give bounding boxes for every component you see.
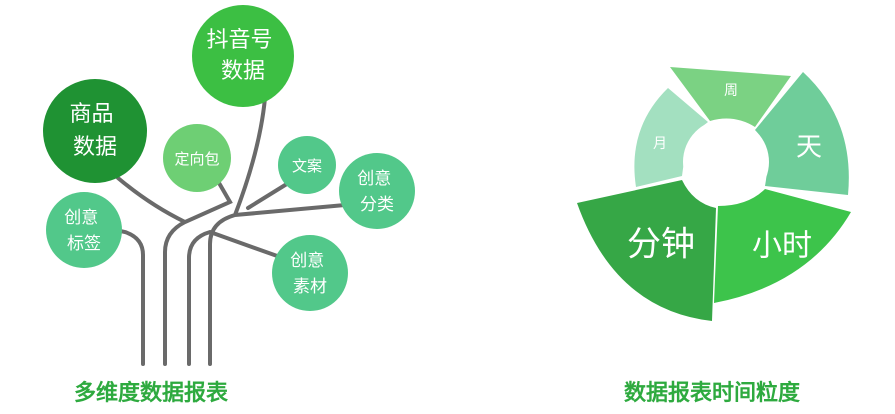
svg-text:商品 数据: 商品 数据 — [69, 102, 120, 160]
svg-text:创意 素材: 创意 素材 — [290, 251, 329, 297]
segment-day — [755, 72, 849, 195]
branch-trunk-left — [96, 224, 145, 366]
segment-week — [670, 67, 791, 127]
segment-minute — [577, 180, 716, 321]
node-creative-category: 创意 分类 — [339, 153, 415, 229]
node-creative-material-circle — [272, 235, 348, 311]
node-creative-tag-circle — [46, 192, 122, 268]
label-week: 周 — [724, 83, 738, 99]
svg-text:创意 标签: 创意 标签 — [64, 208, 103, 254]
svg-text:抖音号 数据: 抖音号 数据 — [206, 28, 279, 84]
node-douyin: 抖音号 数据 — [192, 5, 294, 107]
branch-trunk-mid — [116, 174, 233, 366]
tree-branches — [96, 96, 347, 366]
svg-text:创意 分类: 创意 分类 — [357, 169, 396, 215]
node-product: 商品 数据 — [43, 79, 147, 183]
branch-trunk-right — [187, 229, 282, 366]
node-creative-material: 创意 素材 — [272, 235, 348, 311]
node-copy: 文案 — [278, 136, 336, 194]
node-targeting: 定向包 — [163, 124, 231, 192]
node-creative-category-circle — [339, 153, 415, 229]
svg-text:文案: 文案 — [292, 157, 322, 175]
label-minute: 分钟 — [627, 225, 695, 265]
node-product-circle — [43, 79, 147, 183]
label-day: 天 — [796, 133, 822, 163]
segment-month — [634, 88, 708, 187]
node-creative-tag: 创意 标签 — [46, 192, 122, 268]
svg-text:定向包: 定向包 — [174, 150, 219, 168]
granularity-caption: 数据报表时间粒度 — [624, 381, 801, 406]
node-copy-circle — [278, 136, 336, 194]
tree-caption: 多维度数据报表 — [74, 381, 229, 406]
segment-hour — [714, 189, 851, 303]
ring-hole — [683, 119, 769, 205]
node-douyin-circle — [192, 5, 294, 107]
granularity-ring: 周 天 小时 分钟 月 — [577, 67, 851, 321]
label-hour: 小时 — [752, 229, 812, 264]
branch-trunk-far — [208, 96, 347, 366]
label-month: 月 — [653, 136, 667, 152]
node-targeting-circle — [163, 124, 231, 192]
